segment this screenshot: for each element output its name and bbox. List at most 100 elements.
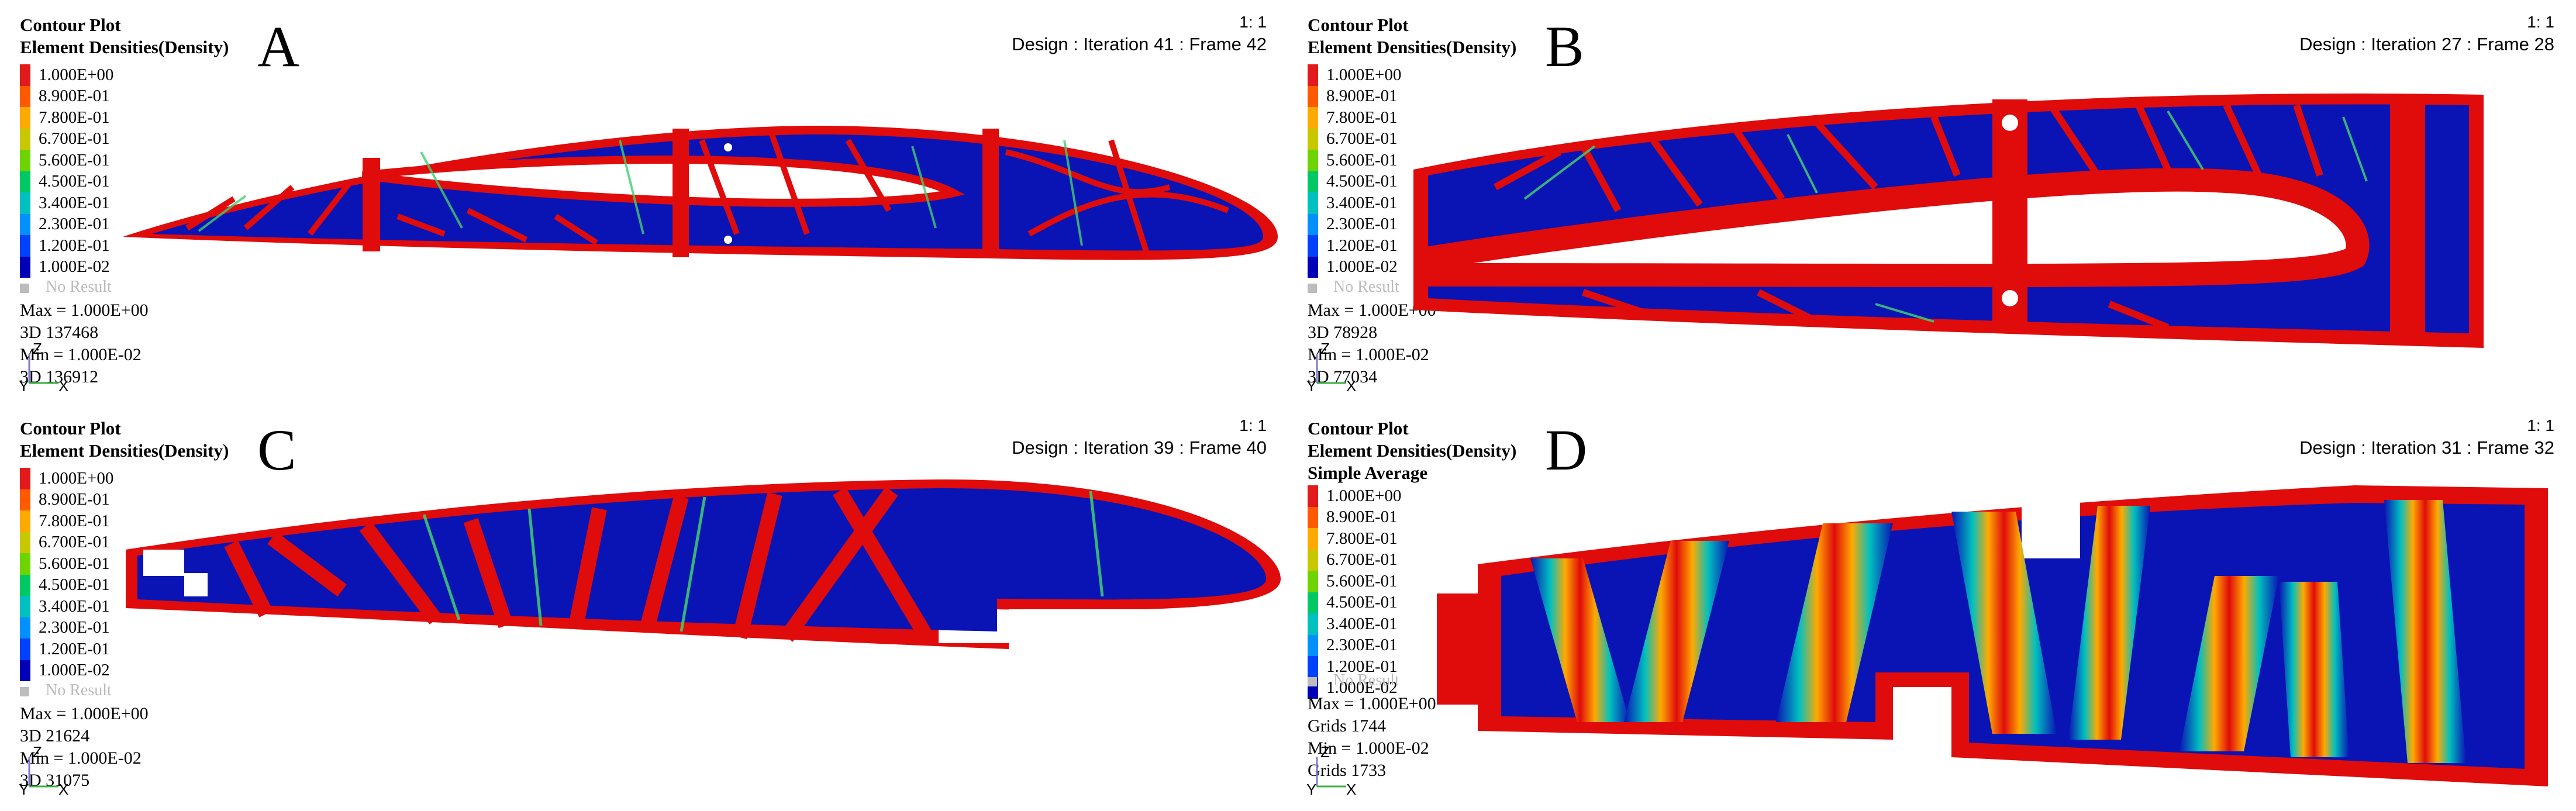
- axis-y-label: Y: [19, 377, 29, 395]
- axis-y-label: Y: [1306, 377, 1316, 395]
- legend-label: 4.500E-01: [39, 172, 110, 191]
- legend-label: 6.700E-01: [1326, 129, 1398, 149]
- legend-swatch: [20, 171, 30, 192]
- legend-label: 4.500E-01: [39, 575, 110, 595]
- scale-label: 1: 1: [1239, 416, 1267, 434]
- panel-letter: B: [1545, 14, 1584, 79]
- legend-label: 1.000E-02: [1326, 678, 1398, 698]
- no-result-legend: No Result: [20, 681, 112, 700]
- legend-entry: 1.000E-02: [20, 256, 113, 278]
- legend-label: 7.800E-01: [1326, 108, 1398, 127]
- min-element-id: Grids 1733: [1308, 761, 1387, 780]
- legend-label: 7.800E-01: [39, 108, 110, 127]
- legend-swatch: [1308, 192, 1318, 214]
- legend-swatch: [20, 489, 30, 510]
- legend-label: 3.400E-01: [39, 596, 110, 616]
- legend-label: 1.000E+00: [39, 65, 114, 84]
- legend-label: 8.900E-01: [39, 490, 110, 509]
- max-element-id: 3D 78928: [1308, 323, 1378, 342]
- legend-label: 7.800E-01: [1326, 529, 1398, 548]
- max-value: Max = 1.000E+00: [20, 301, 149, 320]
- legend-swatch: [20, 468, 30, 489]
- panel-letter: C: [257, 417, 296, 482]
- legend-swatch: [20, 64, 30, 86]
- legend-entry: 2.300E-01: [1308, 213, 1401, 235]
- title-line-3: Simple Average: [1308, 463, 1428, 483]
- legend-entry: 2.300E-01: [20, 617, 113, 639]
- panel-d: Contour Plot Element Densities(Density) …: [1288, 403, 2574, 801]
- legend-swatch: [20, 532, 30, 553]
- legend-label: 8.900E-01: [39, 87, 110, 106]
- legend-entry: 6.700E-01: [20, 128, 113, 150]
- legend-entry: 1.000E-02: [1308, 256, 1401, 278]
- design-iteration-label: Design : Iteration 31 : Frame 32: [2299, 437, 2554, 458]
- legend-swatch: [1308, 256, 1318, 278]
- axis-triad-icon: Z Y X: [1306, 743, 1356, 798]
- title-line-2: Element Densities(Density): [1308, 37, 1517, 57]
- legend-entry: 8.900E-01: [1308, 506, 1401, 528]
- legend-label: 1.000E-02: [39, 257, 110, 277]
- panel-letter: D: [1545, 417, 1588, 482]
- no-result-swatch: [20, 283, 29, 293]
- legend-entry: 5.600E-01: [1308, 571, 1401, 592]
- legend-label: 3.400E-01: [1326, 614, 1398, 633]
- min-value: Min = 1.000E-02: [1308, 345, 1429, 364]
- no-result-legend: No Result: [1308, 278, 1399, 296]
- legend-swatch: [1308, 528, 1318, 550]
- legend-swatch: [20, 574, 30, 596]
- topology-airfoil-c: [126, 479, 1284, 667]
- legend-label: 2.300E-01: [39, 215, 110, 234]
- plot-title: Contour Plot Element Densities(Density) …: [1308, 417, 1516, 484]
- legend-entry: 4.500E-01: [1308, 592, 1401, 613]
- no-result-swatch: [1308, 283, 1317, 293]
- legend-entry: 3.400E-01: [20, 596, 113, 617]
- legend-entry: 8.900E-01: [20, 489, 113, 510]
- legend-entry: 3.400E-01: [1308, 192, 1401, 214]
- axis-x-label: X: [1346, 781, 1356, 798]
- axis-x-label: X: [58, 781, 68, 798]
- legend-label: 4.500E-01: [1326, 172, 1398, 191]
- legend-entry: 1.000E+00: [1308, 485, 1401, 507]
- scale-label: 1: 1: [1239, 13, 1267, 31]
- legend-entry: 1.200E-01: [20, 639, 113, 660]
- legend-swatch: [1308, 656, 1318, 678]
- legend-label: 8.900E-01: [1326, 508, 1398, 527]
- legend-entry: 2.300E-01: [1308, 634, 1401, 656]
- axis-z-label: Z: [33, 743, 42, 761]
- stats-block: Max = 1.000E+00 3D 137468 Min = 1.000E-0…: [20, 299, 149, 388]
- legend-entry: 8.900E-01: [20, 85, 113, 107]
- legend-label: 3.400E-01: [39, 193, 110, 212]
- legend-swatch: [1308, 150, 1318, 171]
- axis-triad-icon: Z Y X: [19, 743, 68, 798]
- legend-swatch: [1308, 506, 1318, 528]
- legend-entry: 4.500E-01: [1308, 171, 1401, 192]
- topology-airfoil-b: [1413, 93, 2484, 348]
- design-iteration-label: Design : Iteration 27 : Frame 28: [2299, 34, 2554, 54]
- legend-label: 1.000E+00: [1326, 486, 1402, 505]
- legend-swatch: [1308, 549, 1318, 571]
- legend-entry: 1.200E-01: [1308, 656, 1401, 678]
- title-line-2: Element Densities(Density): [1308, 440, 1517, 461]
- legend-label: 5.600E-01: [39, 554, 110, 573]
- legend-label: 6.700E-01: [1326, 550, 1398, 570]
- title-line-1: Contour Plot: [1308, 15, 1409, 35]
- legend-swatch: [20, 85, 30, 107]
- no-result-legend: No Result: [20, 278, 112, 296]
- legend-swatch: [20, 192, 30, 214]
- legend-entry: 7.800E-01: [20, 510, 113, 532]
- legend-swatch: [1308, 634, 1318, 656]
- title-line-1: Contour Plot: [1308, 418, 1409, 439]
- legend-label: 5.600E-01: [1326, 571, 1398, 591]
- design-iteration-label: Design : Iteration 39 : Frame 40: [1012, 437, 1267, 458]
- legend-label: 7.800E-01: [39, 511, 110, 530]
- legend-swatch: [20, 510, 30, 532]
- axis-z-label: Z: [1320, 743, 1330, 761]
- legend-entry: 1.000E+00: [1308, 64, 1401, 86]
- legend-label: 2.300E-01: [39, 618, 110, 637]
- legend-label: 6.700E-01: [39, 533, 110, 552]
- legend-entry: 1.000E-02: [20, 660, 113, 681]
- legend-swatch: [1308, 571, 1318, 592]
- title-line-1: Contour Plot: [20, 15, 121, 35]
